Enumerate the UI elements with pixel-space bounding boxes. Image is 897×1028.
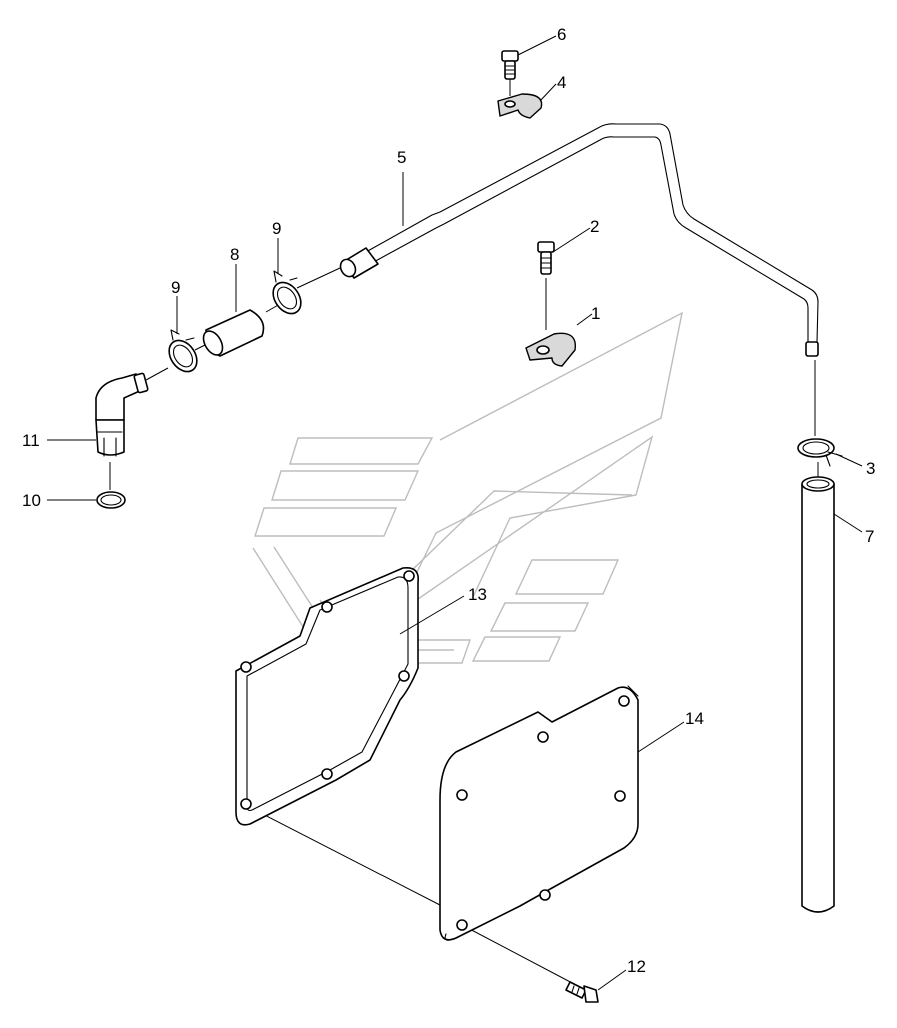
part-9-hose-clip-lower xyxy=(168,329,198,373)
part-8-hose xyxy=(202,309,265,357)
callout-1: 1 xyxy=(591,304,600,323)
callout-leaders xyxy=(47,35,863,991)
callout-5: 5 xyxy=(397,148,406,167)
part-14-cover-plate xyxy=(439,685,639,941)
part-3-clip xyxy=(797,438,843,467)
callout-7: 7 xyxy=(865,527,874,546)
part-7-hose xyxy=(801,476,835,913)
part-9-hose-clip-upper xyxy=(272,270,302,315)
assembly-lines xyxy=(109,75,819,986)
part-6-bolt xyxy=(501,50,519,80)
callout-6: 6 xyxy=(557,25,566,44)
callout-3: 3 xyxy=(866,459,875,478)
callout-11: 11 xyxy=(22,431,40,450)
callout-9-upper: 9 xyxy=(272,219,281,238)
part-10-o-ring xyxy=(96,491,126,509)
part-12-bolt xyxy=(565,981,599,1003)
part-1-clamp xyxy=(525,332,577,367)
callout-10: 10 xyxy=(22,491,41,510)
part-4-clamp xyxy=(497,93,543,119)
callout-4: 4 xyxy=(557,73,566,92)
part-11-elbow-connector xyxy=(95,372,149,457)
callout-14: 14 xyxy=(685,709,704,728)
part-5-breather-pipe xyxy=(339,123,819,357)
callout-2: 2 xyxy=(590,217,599,236)
callout-numbers: 1 2 3 4 5 6 7 8 9 9 10 11 12 13 14 xyxy=(22,25,875,976)
callout-13: 13 xyxy=(468,585,487,604)
part-13-gasket xyxy=(235,566,420,826)
callout-8: 8 xyxy=(230,245,239,264)
part-2-bolt xyxy=(537,241,555,275)
callout-12: 12 xyxy=(627,957,646,976)
callout-9-lower: 9 xyxy=(171,278,180,297)
